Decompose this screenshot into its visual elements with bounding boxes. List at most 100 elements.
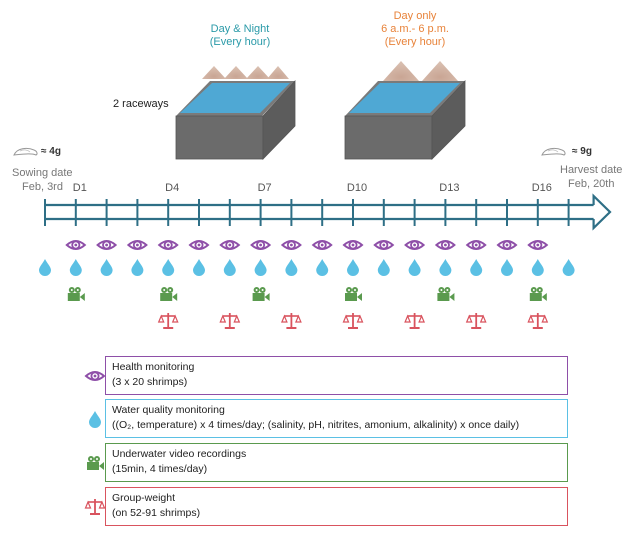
day-label: D10 bbox=[346, 182, 368, 194]
eye-icon bbox=[342, 240, 364, 250]
end-weight: ≈ 9g bbox=[572, 146, 592, 157]
start-weight: ≈ 4g bbox=[41, 146, 61, 157]
water-drop-icon bbox=[193, 259, 205, 276]
video-camera-icon bbox=[67, 287, 85, 301]
right-raceway-feeding-label: Day only 6 a.m.- 6 p.m. (Every hour) bbox=[355, 10, 475, 49]
legend-item-weight: Group-weight (on 52-91 shrimps) bbox=[105, 487, 568, 526]
shrimp-end-icon bbox=[541, 147, 566, 156]
tank-front bbox=[344, 115, 433, 160]
legend-detail: ((O₂, temperature) x 4 times/day; (salin… bbox=[112, 419, 520, 431]
water-drop-icon bbox=[347, 259, 359, 276]
left-feeding-line2: (Every hour) bbox=[209, 36, 271, 48]
video-camera-icon bbox=[87, 456, 104, 470]
legend-item-health: Health monitoring (3 x 20 shrimps) bbox=[105, 356, 568, 395]
water-surface bbox=[349, 83, 460, 113]
feed-pile bbox=[224, 66, 248, 79]
scale-icon bbox=[342, 313, 364, 329]
tank-side bbox=[262, 79, 296, 160]
eye-icon bbox=[496, 240, 518, 250]
left-feeding-line1: Day & Night bbox=[210, 23, 270, 35]
legend-title: Health monitoring bbox=[112, 361, 195, 373]
video-camera-icon bbox=[345, 287, 362, 301]
legend-title: Group-weight bbox=[112, 492, 176, 504]
day-label: D16 bbox=[531, 182, 552, 194]
water-drop-icon bbox=[223, 259, 236, 276]
timeline bbox=[39, 193, 612, 329]
scale-icon bbox=[157, 313, 179, 329]
feed-pile bbox=[246, 66, 270, 79]
water-drop-icon bbox=[316, 259, 329, 276]
legend-title: Water quality monitoring bbox=[112, 404, 225, 416]
right-feeding-line2: 6 a.m.- 6 p.m. bbox=[381, 23, 449, 35]
water-drop-icon bbox=[89, 411, 101, 428]
eye-icon bbox=[280, 240, 302, 250]
feed-pile bbox=[202, 66, 226, 79]
day-label: D4 bbox=[165, 182, 180, 194]
feed-pile bbox=[422, 61, 458, 81]
video-camera-icon bbox=[437, 287, 455, 301]
video-camera-icon bbox=[160, 287, 178, 301]
raceways-label: 2 raceways bbox=[113, 98, 169, 110]
eye-icon bbox=[465, 240, 487, 250]
water-drop-icon bbox=[377, 259, 390, 276]
legend-item-water: Water quality monitoring ((O₂, temperatur… bbox=[105, 399, 568, 438]
water-drop-icon bbox=[439, 259, 452, 276]
timeline-arrow bbox=[44, 193, 612, 231]
eye-icon bbox=[219, 240, 241, 250]
tank-side bbox=[431, 79, 466, 160]
timeline-arrowhead bbox=[592, 193, 612, 231]
sowing-date-label: Sowing date bbox=[12, 167, 73, 179]
right-feeding-line1: Day only bbox=[393, 10, 437, 22]
feed-pile bbox=[267, 66, 289, 79]
eye-icon bbox=[96, 240, 118, 250]
scale-icon bbox=[219, 313, 241, 329]
eye-icon bbox=[188, 240, 210, 250]
right-feed-piles bbox=[383, 61, 458, 81]
scale-icon bbox=[465, 313, 487, 329]
eye-icon bbox=[126, 240, 148, 250]
legend-detail: (3 x 20 shrimps) bbox=[112, 376, 188, 388]
eye-icon bbox=[65, 240, 87, 250]
health-schedule-row bbox=[65, 240, 549, 250]
eye-icon bbox=[404, 240, 426, 250]
water-drop-icon bbox=[531, 259, 544, 276]
day-label: D1 bbox=[72, 182, 87, 194]
water-drop-icon bbox=[162, 259, 175, 276]
raceway-tanks bbox=[175, 61, 466, 160]
water-surface bbox=[180, 83, 290, 113]
water-drop-icon bbox=[39, 259, 51, 276]
eye-icon bbox=[157, 240, 179, 250]
legend-detail: (on 52-91 shrimps) bbox=[112, 507, 201, 519]
harvest-date: Feb, 20th bbox=[568, 178, 615, 190]
water-drop-icon bbox=[285, 259, 298, 276]
water-drop-icon bbox=[100, 259, 113, 276]
right-raceway-tank bbox=[344, 79, 466, 160]
scale-icon bbox=[527, 313, 549, 329]
harvest-date-label: Harvest date bbox=[560, 164, 623, 176]
water-drop-icon bbox=[501, 259, 513, 276]
water-drop-icon bbox=[408, 259, 421, 276]
water-drop-icon bbox=[131, 259, 144, 276]
left-raceway-tank bbox=[175, 79, 296, 160]
tank-front bbox=[175, 115, 264, 160]
water-drop-icon bbox=[69, 259, 82, 276]
right-feeding-line3: (Every hour) bbox=[384, 36, 446, 48]
eye-icon bbox=[250, 240, 272, 250]
eye-icon bbox=[84, 371, 106, 381]
left-raceway-feeding-label: Day & Night (Every hour) bbox=[180, 23, 300, 49]
left-feed-piles bbox=[202, 66, 289, 79]
legend-title: Underwater video recordings bbox=[112, 448, 247, 460]
eye-icon bbox=[434, 240, 456, 250]
shrimp-start-icon bbox=[13, 147, 38, 156]
legend-detail: (15min, 4 times/day) bbox=[112, 463, 208, 475]
legend-item-video: Underwater video recordings (15min, 4 tim… bbox=[105, 443, 568, 482]
scale-icon bbox=[84, 499, 106, 515]
day-label: D7 bbox=[257, 182, 272, 194]
water-drop-icon bbox=[470, 259, 483, 276]
sowing-date: Feb, 3rd bbox=[22, 181, 63, 193]
day-label: D13 bbox=[439, 182, 460, 194]
feed-pile bbox=[383, 61, 419, 81]
scale-icon bbox=[281, 313, 302, 329]
eye-icon bbox=[527, 240, 549, 250]
video-schedule-row bbox=[67, 287, 547, 301]
